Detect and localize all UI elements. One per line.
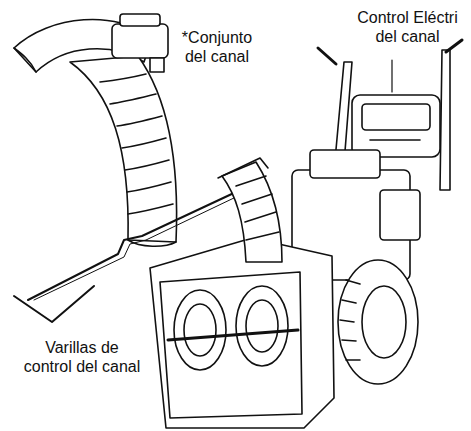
chute-label: *Conjunto del canal bbox=[174, 28, 260, 66]
snowblower bbox=[150, 40, 462, 428]
rods-label: Varillas de control del canal bbox=[6, 338, 158, 376]
control-label: Control Eléctri del canal bbox=[350, 8, 465, 46]
chute-assembly bbox=[14, 14, 177, 246]
